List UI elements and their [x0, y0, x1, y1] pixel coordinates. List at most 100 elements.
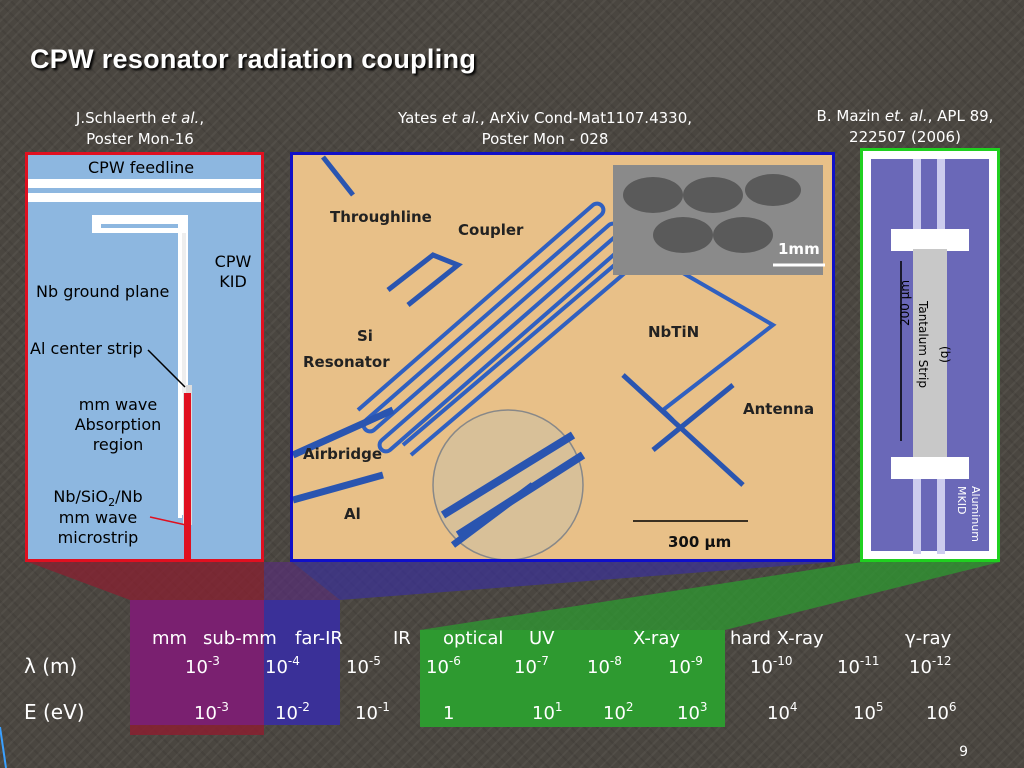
citation-center-etal: et al. — [441, 109, 480, 127]
band-hard-x-ray: hard X-ray — [730, 628, 824, 649]
microstrip-line2: mm wave — [58, 508, 138, 527]
scale-300um-label: 300 μm — [668, 533, 732, 551]
band-far-ir: far-IR — [295, 628, 343, 649]
lambda-value: 10-7 — [514, 654, 549, 678]
citation-right-journal: , APL 89, — [927, 107, 994, 125]
scale-1mm-label: 1mm — [778, 240, 820, 258]
resonator-label: Resonator — [303, 353, 390, 371]
band-mm: mm — [152, 628, 188, 649]
energy-value: 105 — [853, 700, 884, 724]
length-label: 200 μm — [898, 279, 912, 326]
bottom-pad — [891, 457, 969, 479]
tantalum-mkid-image: (b) Tantalum Strip 200 μm Aluminum MKID — [860, 148, 1000, 562]
citation-center: Yates et al., ArXiv Cond-Mat1107.4330, P… — [335, 108, 755, 150]
citation-left-poster: Poster Mon-16 — [86, 130, 194, 148]
al-center-strip — [182, 233, 186, 393]
micrograph-drawing — [293, 155, 832, 559]
tantalum-strip-label: Tantalum Strip — [916, 301, 930, 389]
submm-band — [264, 600, 340, 725]
band-gamma-ray: γ-ray — [905, 628, 952, 649]
citation-left-etal: et al. — [161, 109, 200, 127]
coupler-label: Coupler — [458, 221, 524, 239]
bottom-left-traces — [293, 406, 536, 548]
cpw-kid-schematic: CPW feedline CPW KID Nb ground plane Al … — [25, 152, 264, 562]
citation-left-punct: , — [199, 109, 205, 127]
kid-label-line1: CPW — [214, 252, 252, 271]
blue-connector-wedge — [292, 562, 835, 600]
kid-top-gap-outer — [92, 215, 188, 224]
lambda-value: 10-8 — [587, 654, 622, 678]
band-sub-mm: sub-mm — [203, 628, 277, 649]
energy-value: 10-2 — [275, 700, 310, 724]
absorption-line3: region — [92, 435, 144, 454]
top-pad — [891, 229, 969, 251]
corner-accent — [0, 726, 7, 768]
energy-value: 106 — [926, 700, 957, 724]
antenna-label: Antenna — [743, 400, 815, 418]
feedline-label: CPW feedline — [88, 158, 195, 177]
citation-right-author: B. Mazin — [816, 107, 885, 125]
energy-value: 10-3 — [194, 700, 229, 724]
center-strip-label: Al center strip — [30, 339, 143, 358]
device-micrograph: Throughline Coupler Si Resonator NbTiN A… — [290, 152, 835, 562]
feedline-top-gap — [28, 179, 261, 188]
citation-right-volume: 222507 (2006) — [849, 128, 961, 146]
al-label: Al — [344, 505, 361, 523]
mkid-label-line2: MKID — [955, 486, 968, 515]
lambda-value: 10-5 — [346, 654, 381, 678]
slide-title: CPW resonator radiation coupling — [30, 44, 477, 74]
throughline-label: Throughline — [330, 208, 432, 226]
si-label: Si — [357, 327, 373, 345]
lambda-value: 10-9 — [668, 654, 703, 678]
sem-domes — [623, 174, 801, 253]
microstrip-line3: microstrip — [57, 528, 139, 547]
green-connector-wedge — [420, 562, 1000, 630]
mkid-drawing — [871, 159, 989, 554]
microstrip-pointer — [149, 516, 187, 526]
nb-microstrip — [184, 393, 191, 559]
band-ir: IR — [393, 628, 411, 649]
page-number: 9 — [959, 744, 968, 760]
purple-connector-wedge — [264, 562, 340, 600]
optical-band — [420, 630, 725, 727]
energy-value: 101 — [532, 700, 563, 724]
antenna-traces — [621, 373, 745, 487]
figure-b-label: (b) — [938, 346, 952, 363]
throughline-traces — [321, 155, 463, 307]
lambda-value: 10-6 — [426, 654, 461, 678]
ground-plane-label: Nb ground plane — [36, 282, 170, 301]
lambda-value: 10-4 — [265, 654, 300, 678]
band-uv: UV — [529, 628, 555, 649]
nbtin-label: NbTiN — [648, 323, 700, 341]
absorption-line1: mm wave — [78, 395, 158, 414]
lambda-row-label: λ (m) — [24, 654, 78, 678]
red-connector-wedge — [28, 562, 264, 600]
feedline-bottom-gap — [28, 193, 261, 202]
citation-left: J.Schlaerth et al., Poster Mon-16 — [45, 108, 235, 150]
lambda-value: 10-12 — [909, 654, 952, 678]
energy-value: 1 — [443, 703, 455, 724]
energy-value: 103 — [677, 700, 708, 724]
citation-right: B. Mazin et. al., APL 89, 222507 (2006) — [790, 106, 1020, 148]
lambda-value: 10-3 — [185, 654, 220, 678]
lambda-value: 10-10 — [750, 654, 793, 678]
kid-label-line2: KID — [219, 272, 247, 291]
energy-value: 102 — [603, 700, 634, 724]
tantalum-strip — [913, 249, 947, 459]
absorption-line2: Absorption — [74, 415, 162, 434]
lambda-value: 10-11 — [837, 654, 880, 678]
airbridge-label: Airbridge — [303, 445, 383, 463]
energy-row-label: E (eV) — [24, 700, 85, 724]
band-optical: optical — [443, 628, 504, 649]
citation-center-ref: , ArXiv Cond-Mat1107.4330, — [479, 109, 693, 127]
cpw-kid-drawing — [28, 155, 261, 559]
mm-band-purple — [130, 600, 264, 725]
citation-left-author: J.Schlaerth — [75, 109, 162, 127]
energy-value: 104 — [767, 700, 798, 724]
citation-center-author: Yates — [397, 109, 442, 127]
center-strip-pointer — [147, 349, 186, 388]
citation-right-etal: et. al. — [884, 107, 928, 125]
microstrip-line1: Nb/SiO2/Nb — [53, 487, 143, 510]
airbridge-zoom-circle — [432, 409, 584, 559]
